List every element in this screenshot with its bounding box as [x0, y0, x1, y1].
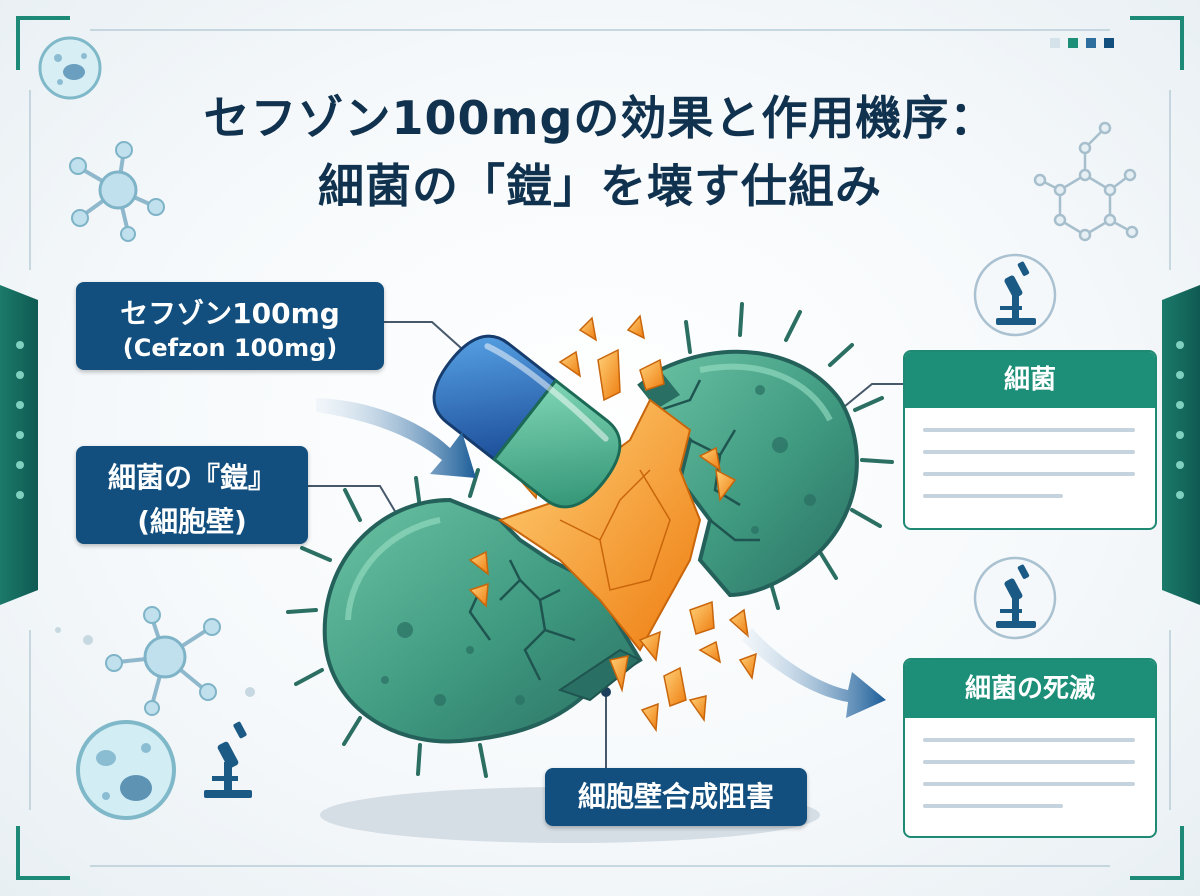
- card-text-line: [923, 494, 1063, 498]
- cell-wall-label: 細菌の『鎧』 (細胞壁): [76, 446, 308, 544]
- drug-label: セフゾン100mg (Cefzon 100mg): [76, 282, 384, 370]
- left-side-tab: [0, 285, 38, 605]
- card-text-line: [923, 428, 1135, 432]
- molecule-icon: [1033, 121, 1139, 242]
- microscope-icon: [204, 721, 252, 798]
- drug-name-en: (Cefzon 100mg): [122, 334, 338, 362]
- cell-icon: [38, 36, 102, 100]
- frame-corners: [16, 16, 1184, 880]
- cell-wall-label-line2: (細胞壁): [137, 505, 247, 538]
- bacteria-card-title: 細菌: [905, 352, 1155, 408]
- molecule-small-dots: [55, 627, 255, 697]
- bacteria-card: 細菌: [903, 350, 1157, 530]
- right-side-tab: [1162, 285, 1200, 605]
- side-dots: [16, 341, 1184, 499]
- cell-icon: [76, 720, 176, 820]
- card-text-line: [923, 760, 1135, 764]
- card-text-line: [923, 782, 1135, 786]
- molecule-icon: [105, 606, 221, 716]
- drug-name: セフゾン100mg: [120, 297, 340, 330]
- bacterium-left-half: [286, 468, 643, 778]
- bacteria-death-card-title: 細菌の死滅: [905, 660, 1155, 718]
- card-text-line: [923, 472, 1135, 476]
- card-text-line: [923, 738, 1135, 742]
- page-subtitle: 細菌の「鎧」を壊す仕組み: [318, 159, 882, 213]
- page-title: セフゾン100mgの効果と作用機序：: [203, 91, 997, 145]
- arrow-icon: [316, 398, 476, 478]
- mechanism-label: 細胞壁合成阻害: [545, 768, 807, 826]
- frame-lines: [29, 29, 1171, 867]
- mechanism-text: 細胞壁合成阻害: [577, 780, 774, 813]
- card-text-line: [923, 804, 1063, 808]
- molecule-icon: [69, 141, 165, 242]
- capsule-icon: [432, 334, 622, 509]
- bacterium-right-half: [637, 302, 894, 610]
- microscope-icon: [973, 556, 1057, 640]
- arrow-icon: [742, 628, 886, 718]
- microscope-icon: [973, 253, 1057, 337]
- corner-squares: [1050, 38, 1114, 48]
- bacteria-death-card: 細菌の死滅: [903, 658, 1157, 838]
- card-text-line: [923, 450, 1135, 454]
- cell-wall-label-line1: 細菌の『鎧』: [107, 461, 276, 494]
